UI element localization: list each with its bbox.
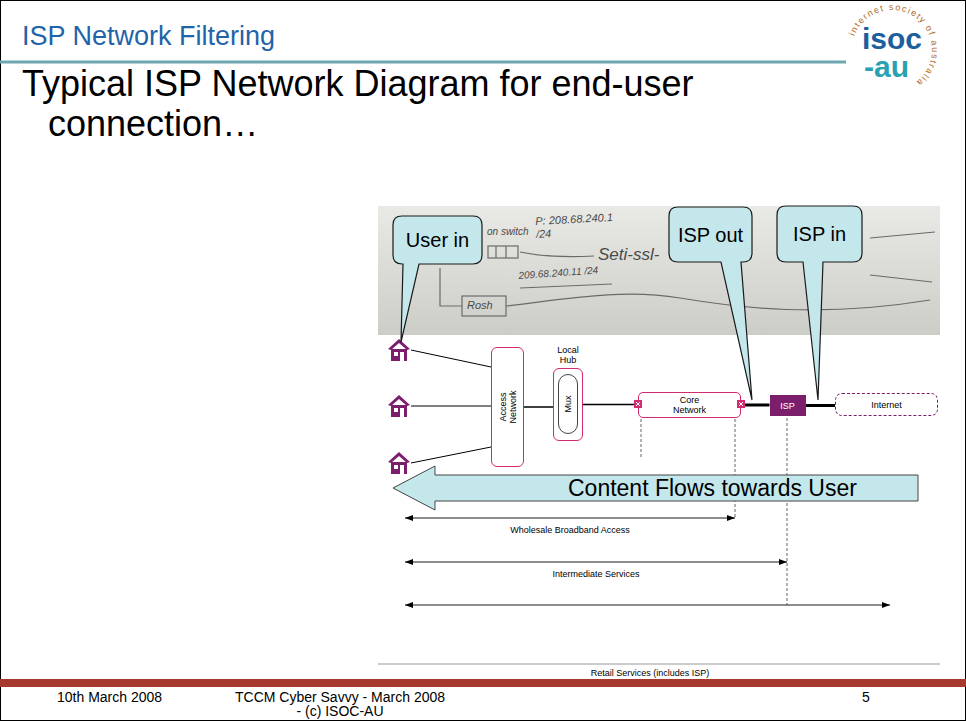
link-line xyxy=(583,404,638,406)
isp-box: ISP xyxy=(770,395,806,416)
footer-title: TCCM Cyber Savvy - March 2008 - (c) ISOC… xyxy=(233,690,447,718)
sketch-line xyxy=(495,246,496,258)
port-mark xyxy=(737,400,745,408)
link-line xyxy=(741,404,770,407)
house-window xyxy=(394,465,398,469)
sketch-line xyxy=(520,252,594,257)
house-line xyxy=(411,350,491,367)
block-arrow-outline xyxy=(393,466,918,510)
callout-outline xyxy=(669,207,752,400)
callout-bubble: ISP out xyxy=(669,207,752,262)
house-roof xyxy=(388,395,410,406)
sketch-line xyxy=(505,246,506,258)
node-text: User in xyxy=(406,228,469,252)
house-door xyxy=(400,408,404,417)
boundary-dash xyxy=(641,419,642,458)
subtitle: Typical ISP Network Diagram for end-user… xyxy=(22,64,752,144)
access-network-box: Access Network xyxy=(491,347,524,467)
port-square xyxy=(737,400,745,408)
house-roof xyxy=(388,452,410,463)
sketch-line xyxy=(870,232,935,238)
sketch-box xyxy=(462,296,506,316)
node-text: ISP out xyxy=(678,223,743,247)
content-flow-arrow: Content Flows towards User xyxy=(393,466,918,510)
port-cross xyxy=(636,402,640,406)
slide-title: ISP Network Filtering xyxy=(22,20,275,52)
callout-outline xyxy=(777,206,862,400)
house-door xyxy=(400,352,404,361)
core-network-box: Core Network xyxy=(638,392,741,418)
dimension-arrow xyxy=(405,605,890,606)
footer-date: 10th March 2008 xyxy=(57,690,217,704)
dimension-label: Wholesale Broadband Access xyxy=(460,525,680,535)
port-mark xyxy=(634,400,642,408)
house-icon xyxy=(388,452,410,474)
boundary-dash xyxy=(787,418,788,605)
dimension-arrow xyxy=(405,518,735,519)
link-line xyxy=(806,404,836,407)
diagram-baseline xyxy=(378,664,940,665)
boundary-dash xyxy=(735,419,736,518)
sketch-switch xyxy=(488,246,518,258)
node-text: ISP xyxy=(773,401,803,411)
callout-bubble: ISP in xyxy=(777,206,862,262)
house-line xyxy=(411,406,491,407)
node-text: Mux xyxy=(563,384,573,424)
dimension-label: Intermediate Services xyxy=(496,569,696,579)
internet-cloud: Internet xyxy=(835,393,938,416)
house-window xyxy=(394,408,398,412)
mux-oval: Mux xyxy=(558,374,578,434)
logo-isoc: isoc xyxy=(862,24,942,54)
whiteboard-writing: P: 208.68.240.1 /24 xyxy=(535,210,628,241)
house-body xyxy=(391,462,407,474)
dimension-arrow xyxy=(405,562,787,563)
node-text: Core Network xyxy=(667,395,713,415)
house-icon xyxy=(388,395,410,417)
footer-bar xyxy=(0,679,966,687)
node-text: ISP in xyxy=(793,222,846,246)
node-text: Access Network xyxy=(498,385,518,429)
port-cross xyxy=(739,402,743,406)
link-line xyxy=(524,406,553,408)
house-line xyxy=(411,447,491,463)
slide-number: 5 xyxy=(862,690,892,704)
callout-bubble: User in xyxy=(393,216,482,264)
whiteboard-writing: Rosh xyxy=(467,299,501,312)
house-door xyxy=(400,465,404,474)
sketch-line xyxy=(870,275,932,282)
house-roof xyxy=(388,339,410,350)
whiteboard-writing: Seti-ssl- xyxy=(598,245,664,265)
boundary-lines xyxy=(641,418,787,605)
house-body xyxy=(391,349,407,361)
sketch-line xyxy=(520,284,612,288)
port-square xyxy=(634,400,642,408)
node-text: Local Hub xyxy=(550,345,586,365)
logo-au: -au xyxy=(864,52,924,82)
dimension-label: Retail Services (includes ISP) xyxy=(530,668,770,678)
node-text: Internet xyxy=(842,400,932,410)
local-hub-box: Local HubMux xyxy=(553,368,583,441)
sketch-line xyxy=(506,294,930,310)
whiteboard-writing: on switch xyxy=(487,226,533,238)
house-icon xyxy=(388,339,410,361)
house-window xyxy=(394,352,398,356)
house-body xyxy=(391,405,407,417)
node-text: Content Flows towards User xyxy=(568,475,857,501)
sketch-line xyxy=(440,268,462,306)
callout-outline xyxy=(393,216,482,342)
